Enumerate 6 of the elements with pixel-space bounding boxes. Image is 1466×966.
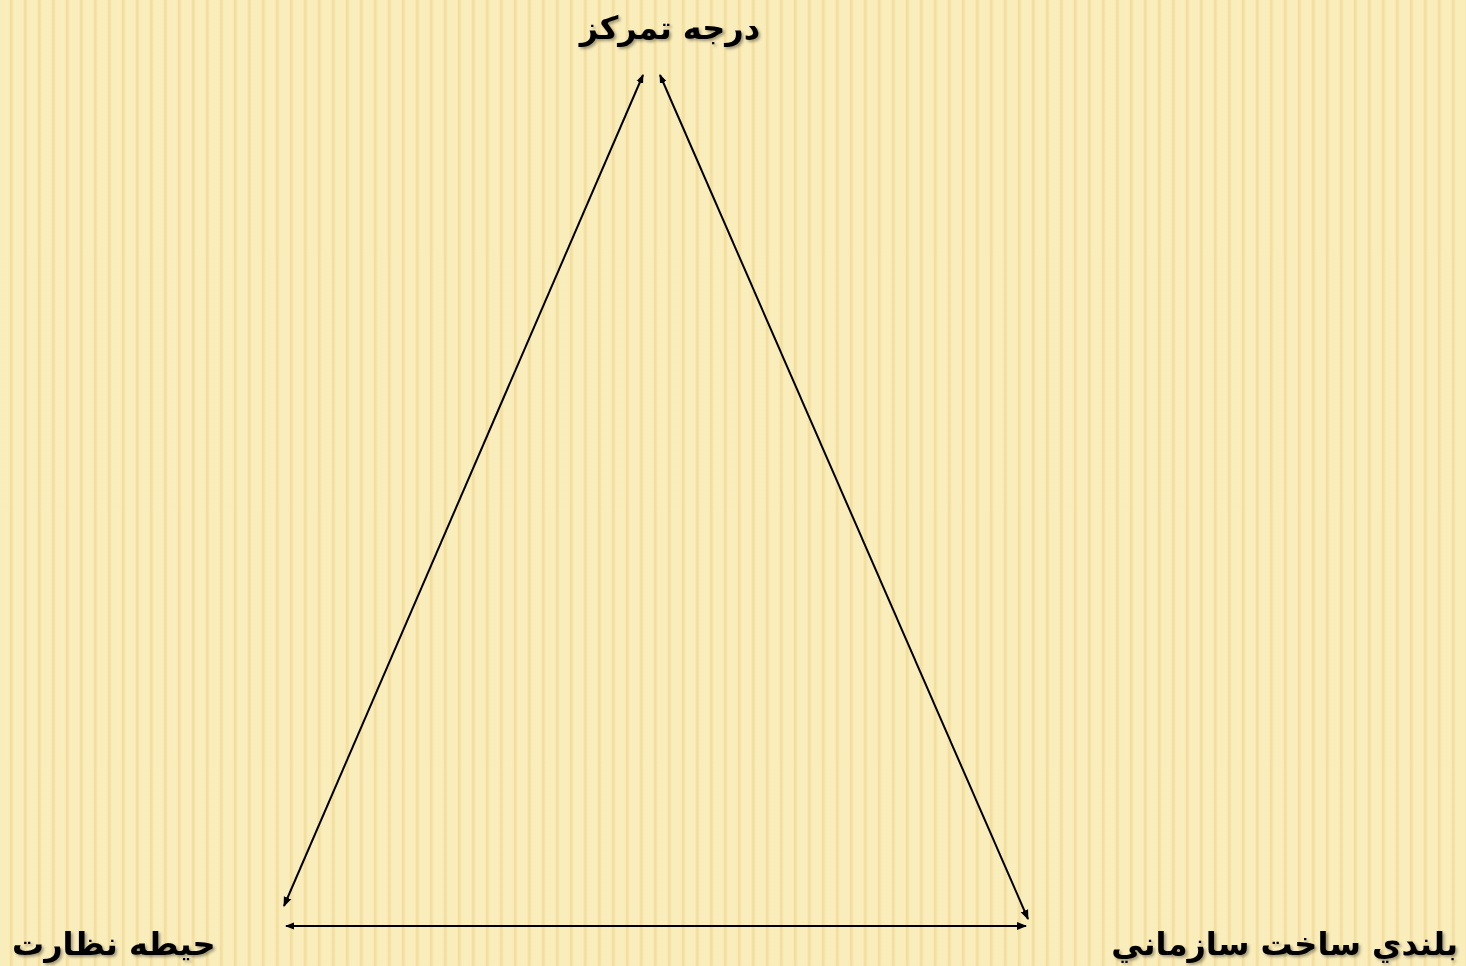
double-arrow [283, 74, 644, 907]
double-arrow [659, 74, 1029, 920]
vertex-label: بلندي ساخت سازماني [1111, 924, 1458, 964]
vertex-label: حيطه نظارت [12, 924, 216, 964]
vertex-label: درجه تمركز [579, 8, 761, 48]
double-arrow [285, 922, 1027, 930]
